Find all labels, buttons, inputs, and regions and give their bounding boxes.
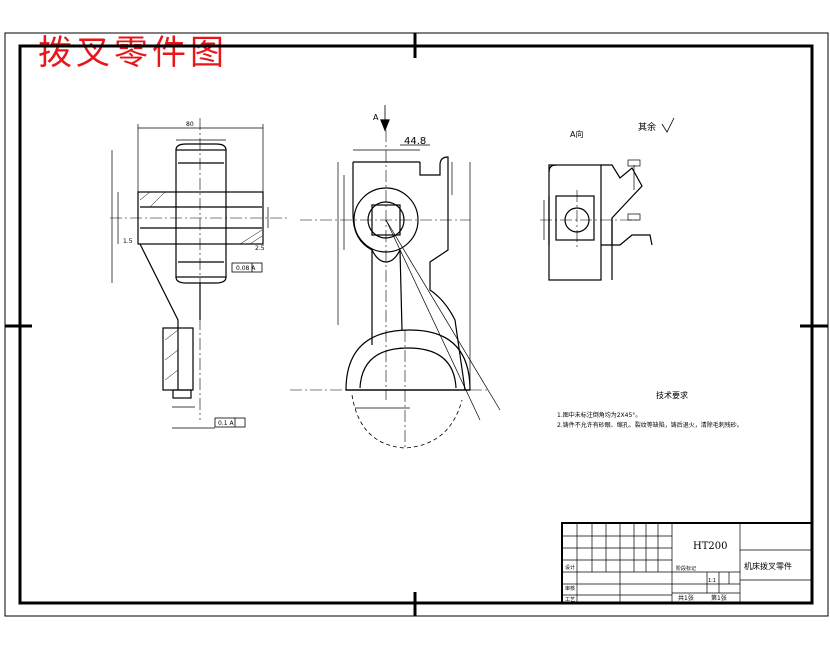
view-a-label: A向 [570,129,583,139]
left-gd-frame: 0.08 A [236,265,256,272]
tech-req-item: 2.铸件不允许有砂眼、缩孔、裂纹等缺陷，铸后退火，清除毛刺残砂。 [557,421,743,429]
left-view [110,118,290,429]
material-label: HT200 [693,541,727,552]
left-view-dim-80: 80 [186,121,194,128]
view-a [540,159,653,281]
tech-req-item: 1.图中未标注倒角均为2X45°。 [557,411,641,419]
top-dimension: 44.8 [404,136,426,147]
drawing-frame [18,44,814,605]
row-label: 工艺 [565,597,575,603]
scale-label: 1:1 [708,578,716,584]
sheet-number: 第1张 [711,594,727,602]
row-label: 设计 [565,564,575,571]
drawing-title: 拨叉零件图 [38,33,228,73]
roughness-symbol [661,117,675,133]
tech-req-heading: 技术要求 [656,390,688,400]
sheet-total: 共1张 [678,594,694,602]
title-block [561,522,813,604]
row-label: 审核 [565,585,575,592]
sheet-outer-border [4,32,829,617]
bottom-gd-frame: 0.1 A [218,420,234,427]
stage-label: 阶段标记 [676,565,696,572]
surface-finish-note: 其余 [638,121,656,133]
front-view [290,105,501,450]
direction-mark-a: A [373,113,379,122]
left-view-dim-1-5: 1.5 [123,238,133,245]
part-name: 机床拨叉零件 [744,561,792,571]
left-view-dim-2-5: 2.5 [255,245,265,252]
centering-marks [5,33,828,616]
